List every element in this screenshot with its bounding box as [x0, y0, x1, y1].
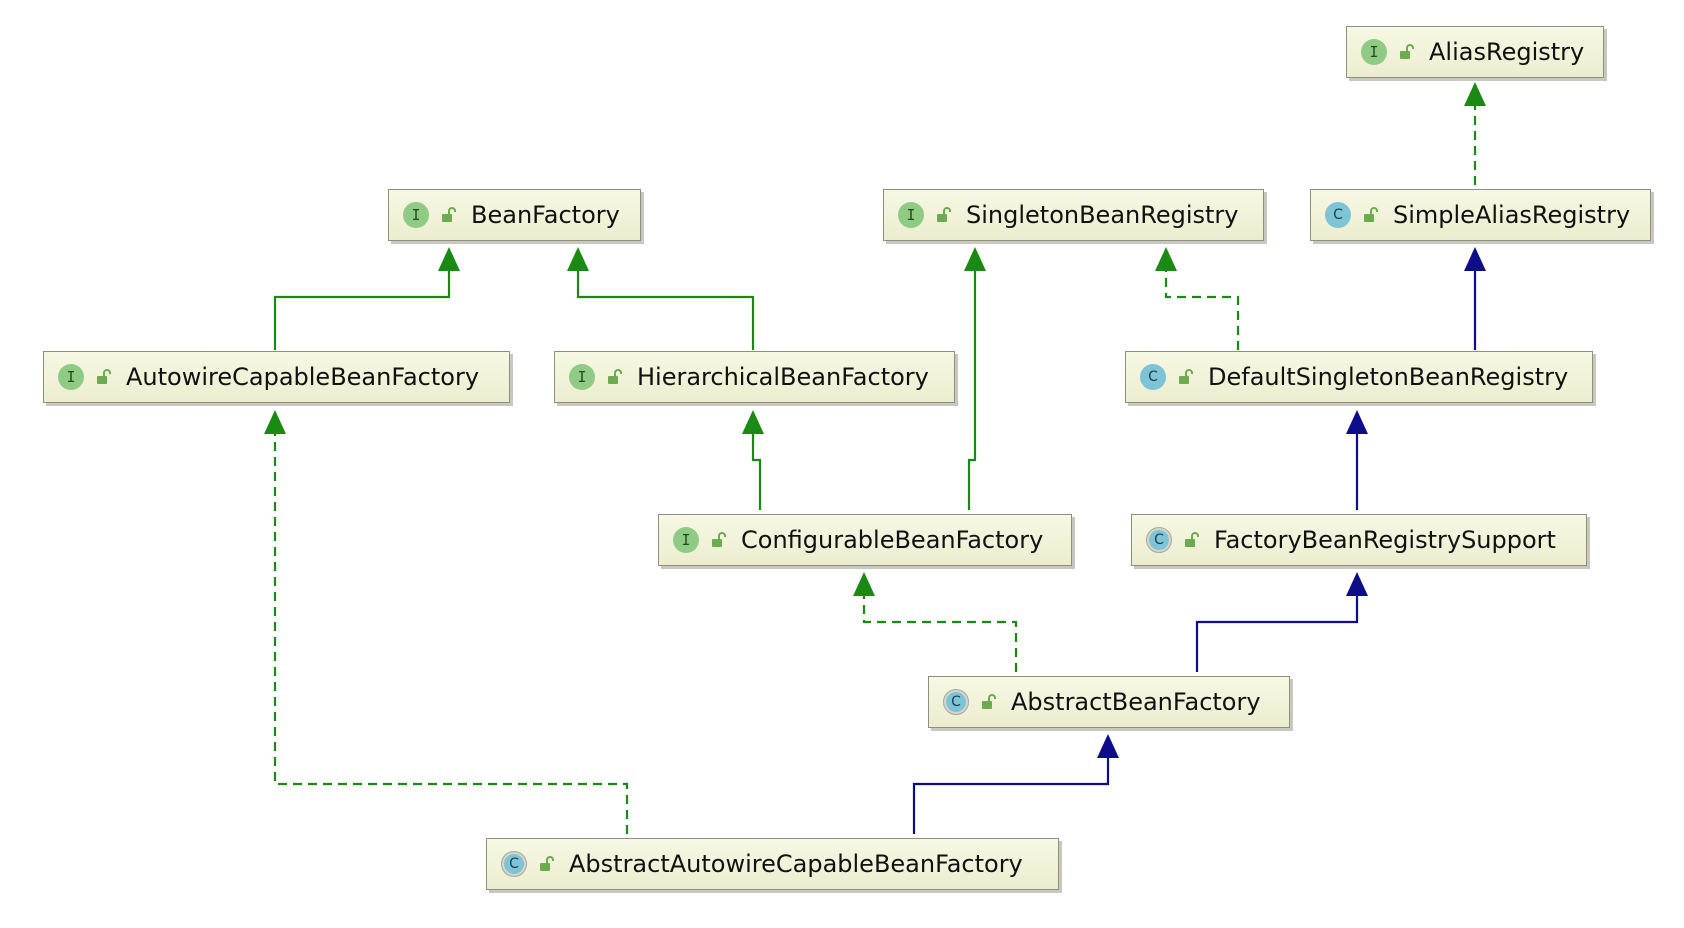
node-autowire-capable-bean-factory[interactable]: I AutowireCapableBeanFactory [43, 351, 510, 403]
node-label: DefaultSingletonBeanRegistry [1208, 363, 1569, 391]
unlocked-padlock-icon [1364, 207, 1378, 222]
node-singleton-bean-registry[interactable]: I SingletonBeanRegistry [883, 189, 1264, 241]
node-label: AutowireCapableBeanFactory [126, 363, 480, 391]
unlocked-padlock-icon [442, 207, 456, 222]
unlocked-padlock-icon [97, 369, 111, 384]
node-label: SingletonBeanRegistry [966, 201, 1239, 229]
node-abstract-bean-factory[interactable]: C AbstractBeanFactory [928, 676, 1290, 728]
unlocked-padlock-icon [1179, 369, 1193, 384]
edge-arrowhead-BeanFactory [567, 247, 589, 271]
edge-arrowhead-DefaultSingletonBeanRegistry [1346, 410, 1368, 434]
node-bean-factory[interactable]: I BeanFactory [388, 189, 641, 241]
node-label: ConfigurableBeanFactory [741, 526, 1044, 554]
node-label: FactoryBeanRegistrySupport [1214, 526, 1556, 554]
node-label: SimpleAliasRegistry [1393, 201, 1631, 229]
class-icon: C [1325, 202, 1351, 228]
abstract-class-icon: C [943, 689, 969, 715]
edge-arrowhead-FactoryBeanRegistrySupport [1346, 572, 1368, 596]
edge-line-HierarchicalBeanFactory-to-BeanFactory [576, 269, 755, 350]
node-label: HierarchicalBeanFactory [637, 363, 929, 391]
unlocked-padlock-icon [540, 856, 554, 871]
unlocked-padlock-icon [1185, 532, 1199, 547]
node-label: AbstractAutowireCapableBeanFactory [569, 850, 1023, 878]
node-simple-alias-registry[interactable]: C SimpleAliasRegistry [1310, 189, 1651, 241]
class-icon: C [1140, 364, 1166, 390]
node-default-singleton-bean-registry[interactable]: C DefaultSingletonBeanRegistry [1125, 351, 1593, 403]
edge-arrowhead-ConfigurableBeanFactory [853, 572, 875, 596]
edge-line-AbstractAutowireCapableBeanFactory-to-AutowireCapableBeanFactory [273, 432, 629, 834]
unlocked-padlock-icon [608, 369, 622, 384]
node-factory-bean-registry-support[interactable]: C FactoryBeanRegistrySupport [1131, 514, 1587, 566]
node-abstract-autowire-capable-bean-factory[interactable]: C AbstractAutowireCapableBeanFactory [486, 838, 1059, 890]
interface-icon: I [569, 364, 595, 390]
edge-line-AbstractBeanFactory-to-FactoryBeanRegistrySupport [1195, 594, 1359, 672]
edge-line-DefaultSingletonBeanRegistry-to-SingletonBeanRegistry [1164, 269, 1240, 350]
interface-icon: I [673, 527, 699, 553]
interface-icon: I [403, 202, 429, 228]
edge-line-AbstractBeanFactory-to-ConfigurableBeanFactory [862, 594, 1018, 672]
node-configurable-bean-factory[interactable]: I ConfigurableBeanFactory [658, 514, 1072, 566]
edge-arrowhead-SingletonBeanRegistry [964, 247, 986, 271]
node-label: AbstractBeanFactory [1011, 688, 1261, 716]
unlocked-padlock-icon [982, 694, 996, 709]
unlocked-padlock-icon [937, 207, 951, 222]
node-label: AliasRegistry [1429, 38, 1585, 66]
interface-icon: I [1361, 39, 1387, 65]
node-label: BeanFactory [471, 201, 620, 229]
edge-arrowhead-SimpleAliasRegistry [1464, 247, 1486, 271]
edge-arrowhead-AbstractBeanFactory [1097, 734, 1119, 758]
edge-line-ConfigurableBeanFactory-to-HierarchicalBeanFactory [751, 432, 762, 510]
edge-line-AbstractAutowireCapableBeanFactory-to-AbstractBeanFactory [912, 756, 1110, 834]
edge-arrowhead-BeanFactory [438, 247, 460, 271]
unlocked-padlock-icon [1400, 44, 1414, 59]
edge-arrowhead-HierarchicalBeanFactory [742, 410, 764, 434]
interface-icon: I [898, 202, 924, 228]
unlocked-padlock-icon [712, 532, 726, 547]
edge-arrowhead-SingletonBeanRegistry [1155, 247, 1177, 271]
interface-icon: I [58, 364, 84, 390]
abstract-class-icon: C [501, 851, 527, 877]
abstract-class-icon: C [1146, 527, 1172, 553]
node-alias-registry[interactable]: I AliasRegistry [1346, 26, 1604, 78]
edge-arrowhead-AutowireCapableBeanFactory [264, 410, 286, 434]
node-hierarchical-bean-factory[interactable]: I HierarchicalBeanFactory [554, 351, 955, 403]
edge-arrowhead-AliasRegistry [1464, 82, 1486, 106]
edge-line-ConfigurableBeanFactory-to-SingletonBeanRegistry [967, 269, 977, 510]
edge-line-AutowireCapableBeanFactory-to-BeanFactory [273, 269, 451, 350]
